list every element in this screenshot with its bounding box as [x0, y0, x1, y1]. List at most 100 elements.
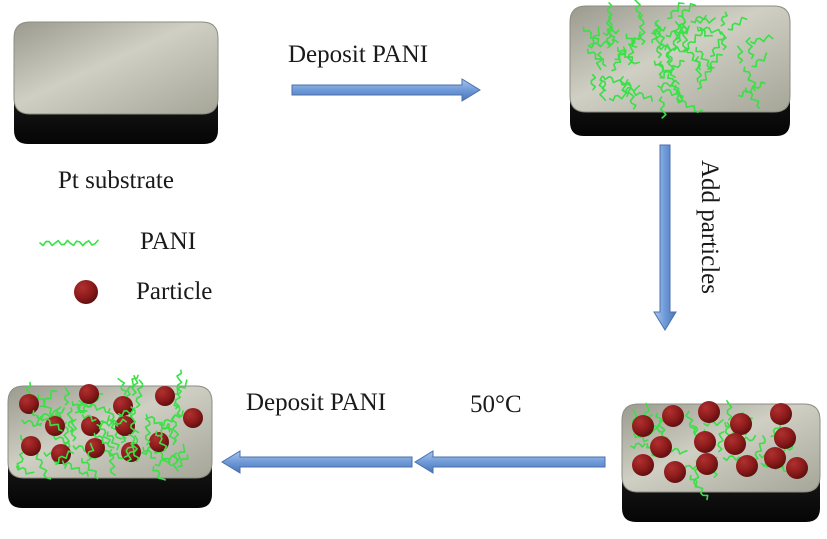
- pani-strand: [117, 377, 128, 396]
- particle: [770, 403, 792, 425]
- pani-strand: [736, 45, 744, 64]
- pani-strand: [54, 450, 75, 464]
- arrow-deposit-pani-bottom: [221, 450, 413, 474]
- pani-strand: [668, 447, 688, 455]
- pani-strand: [130, 406, 137, 435]
- pani-strand: [695, 46, 715, 69]
- particles-layer-1: [632, 401, 808, 483]
- pani-strand: [15, 465, 35, 475]
- pani-strand: [696, 26, 713, 37]
- pani-strand: [710, 35, 726, 58]
- pani-strand: [93, 432, 108, 444]
- pani-strand: [750, 34, 774, 45]
- pani-strand: [697, 63, 713, 90]
- pani-strand: [717, 431, 725, 453]
- particle: [764, 447, 786, 469]
- pani-strand: [71, 400, 88, 412]
- pani-overlay: [21, 374, 182, 480]
- pani-strand: [627, 38, 636, 66]
- pani-strand: [96, 418, 127, 428]
- pani-strand: [722, 455, 740, 462]
- particle: [664, 461, 686, 483]
- pani-strand: [633, 91, 654, 102]
- pani-strand: [665, 25, 689, 38]
- particle: [115, 416, 135, 436]
- pani-strand: [598, 81, 607, 101]
- particle: [155, 386, 175, 406]
- pani-strand: [658, 60, 664, 78]
- pani-strand: [107, 415, 123, 440]
- pani-strand: [667, 2, 685, 20]
- pani-strand: [107, 408, 119, 427]
- pani-strand: [37, 394, 58, 417]
- pani-strand: [126, 435, 139, 462]
- pani-strand: [142, 446, 157, 459]
- arrow-add-particles: [653, 144, 677, 331]
- pani-strand: [21, 419, 43, 428]
- pani-strand: [608, 92, 628, 102]
- particle: [149, 432, 169, 452]
- pani-strand: [39, 415, 63, 432]
- particle: [694, 431, 716, 453]
- pani-strand: [634, 0, 642, 18]
- pani-strand: [52, 435, 69, 445]
- particle: [724, 433, 746, 455]
- pani-strand: [745, 37, 755, 60]
- pani-strand: [684, 27, 703, 51]
- deposit-pani-top-label: Deposit PANI: [288, 41, 429, 68]
- pani-strand: [176, 369, 183, 396]
- pani-strand: [153, 448, 173, 467]
- pani-strand: [590, 73, 597, 91]
- pani-strand: [81, 414, 97, 422]
- pani-strand: [61, 460, 89, 477]
- arrow-50c: [414, 450, 606, 474]
- pani-strand: [98, 424, 115, 449]
- pani-strand: [62, 421, 70, 449]
- legend-pani-label: PANI: [140, 228, 197, 255]
- pani-strand: [81, 457, 99, 480]
- pani-layer-1: [582, 0, 774, 119]
- pani-strand: [659, 59, 685, 79]
- pani-strand: [595, 51, 603, 71]
- pani-strand: [653, 60, 672, 72]
- pani-strand: [676, 98, 703, 113]
- pani-strand: [727, 16, 748, 31]
- particle: [183, 408, 203, 428]
- pani-strand: [86, 442, 95, 462]
- pani-strand: [666, 51, 676, 78]
- legend-particle-dot: [74, 280, 98, 304]
- particle: [786, 457, 808, 479]
- pani-strand: [720, 31, 727, 51]
- pani-strand: [666, 73, 684, 101]
- legend-particle-swatch: [74, 280, 98, 304]
- pani-strand: [690, 14, 707, 24]
- pani-strand: [135, 379, 144, 409]
- pani-strand: [672, 21, 680, 52]
- pani-strand: [165, 423, 177, 446]
- particle: [85, 438, 105, 458]
- particle: [774, 427, 796, 449]
- pt-substrate-label: Pt substrate: [58, 167, 174, 194]
- pani-strand: [630, 442, 646, 449]
- arrow-add-particles-shape: [653, 144, 677, 331]
- arrow-deposit-pani-top: [291, 78, 481, 102]
- pani-strand: [170, 415, 180, 442]
- pani-strand: [66, 407, 74, 433]
- temperature-label: 50°C: [470, 391, 522, 418]
- legend-particle-label: Particle: [136, 278, 213, 305]
- particle: [79, 384, 99, 404]
- pani-strand: [720, 11, 728, 27]
- particle: [632, 415, 654, 437]
- pani-strand: [85, 403, 110, 414]
- pani-strand: [658, 96, 667, 119]
- pani-strand: [599, 75, 607, 92]
- pani-strand: [616, 47, 640, 65]
- pani-strand: [695, 56, 703, 83]
- pani-strand: [611, 46, 627, 72]
- pani-strand: [651, 26, 666, 36]
- pt-substrate-bare-top: [13, 21, 219, 115]
- pani-strand: [154, 454, 178, 467]
- particle: [81, 416, 101, 436]
- pani-strand: [16, 451, 24, 469]
